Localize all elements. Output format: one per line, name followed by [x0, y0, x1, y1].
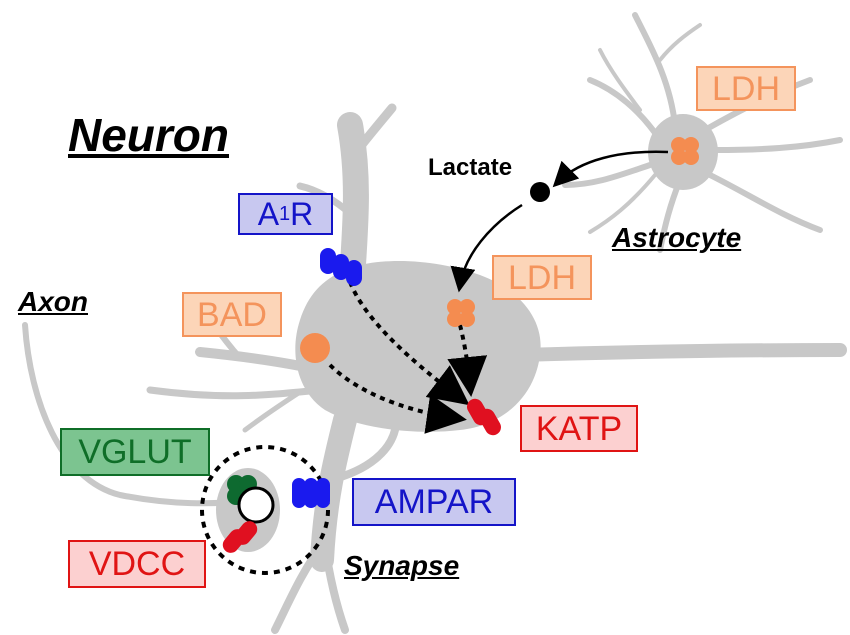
lactate-dot	[530, 182, 550, 202]
a1r-to-katp-arrow	[348, 281, 470, 406]
axon-title: Axon	[18, 286, 88, 317]
vdcc-channel-icon	[222, 521, 258, 553]
vdcc-label: VDCC	[68, 540, 206, 588]
bad-label: BAD	[182, 292, 282, 337]
neuron-title: Neuron	[68, 109, 229, 161]
lactate-uptake-arrow	[450, 203, 523, 293]
vglut-label: VGLUT	[60, 428, 210, 476]
a1r-label-sub: 1	[279, 203, 291, 225]
lactate-label: Lactate	[428, 154, 513, 181]
katp-channel-icon	[467, 398, 501, 436]
bad-protein-icon	[300, 333, 330, 363]
signaling-arrows	[328, 281, 488, 434]
a1r-label-main: A	[257, 196, 280, 232]
ldh-to-katp-arrow	[447, 324, 488, 397]
synapse-boundary	[200, 445, 330, 575]
a1r-label-end: R	[290, 196, 314, 232]
ldh-astrocyte-icon	[671, 137, 699, 165]
bad-to-katp-arrow	[328, 363, 467, 434]
ldh-neuron-label: LDH	[492, 255, 592, 300]
a1r-receptor-icon	[320, 248, 362, 286]
synapse-title: Synapse	[344, 550, 460, 581]
ldh-astrocyte-label: LDH	[696, 66, 796, 111]
lactate-release-arrow	[552, 150, 669, 188]
neuron-processes	[22, 103, 847, 634]
katp-label: KATP	[520, 405, 638, 452]
ampar-label: AMPAR	[352, 478, 516, 526]
synaptic-vesicle-icon	[237, 486, 275, 524]
astrocyte-title: Astrocyte	[612, 222, 742, 253]
ldh-neuron-icon	[447, 299, 475, 327]
ampar-receptor-icon	[292, 478, 330, 508]
